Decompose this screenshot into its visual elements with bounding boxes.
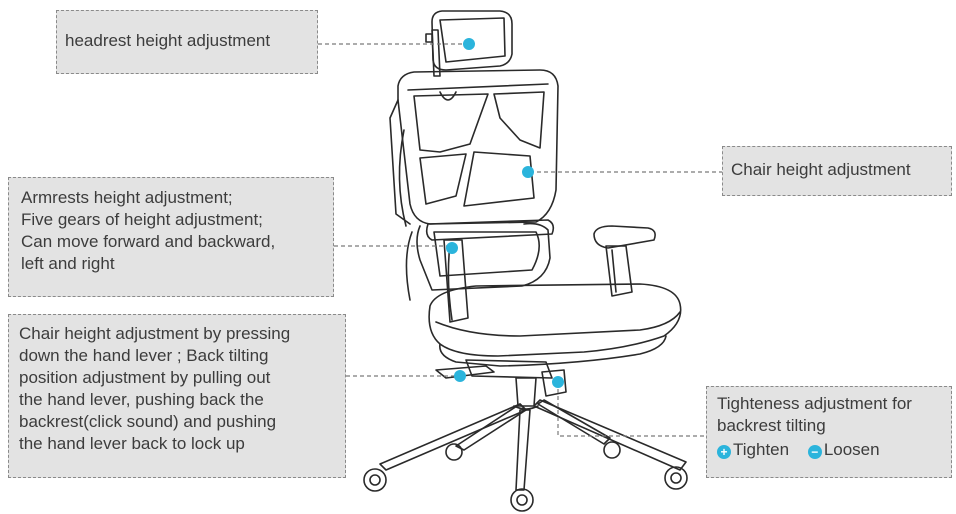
plus-icon: +: [717, 445, 731, 459]
callout-lever-line-3: position adjustment by pulling out: [19, 367, 337, 389]
caster-back-right: [604, 442, 620, 458]
callout-tilt-line-2: backrest tilting: [717, 415, 943, 437]
marker-tilt: [552, 376, 564, 388]
marker-armrests: [446, 242, 458, 254]
callout-tilt: Tighteness adjustment for backrest tilti…: [706, 386, 952, 478]
legend-loosen: −Loosen: [808, 439, 880, 461]
callout-armrests-line-1: Armrests height adjustment;: [21, 187, 325, 209]
tilt-legend: +Tighten −Loosen: [717, 439, 943, 461]
callout-lever-line-6: the hand lever back to lock up: [19, 433, 337, 455]
legend-tighten: +Tighten: [717, 439, 789, 461]
callout-lever-line-2: down the hand lever ; Back tilting: [19, 345, 337, 367]
callout-lever: Chair height adjustment by pressing down…: [8, 314, 346, 478]
callout-armrests-line-4: left and right: [21, 253, 325, 275]
gas-cylinder: [516, 378, 536, 406]
callout-lever-line-4: the hand lever, pushing back the: [19, 389, 337, 411]
right-armrest: [594, 226, 655, 248]
marker-headrest: [463, 38, 475, 50]
leader-tilt: [558, 382, 706, 436]
callout-chair-height: Chair height adjustment: [722, 146, 952, 196]
callout-lever-line-1: Chair height adjustment by pressing: [19, 323, 337, 345]
caster-left: [364, 469, 386, 491]
caster-front: [511, 489, 533, 511]
callout-armrests-line-2: Five gears of height adjustment;: [21, 209, 325, 231]
marker-chair-height: [522, 166, 534, 178]
callout-armrests: Armrests height adjustment; Five gears o…: [8, 177, 334, 297]
callout-tilt-line-1: Tighteness adjustment for: [717, 393, 943, 415]
callout-lever-line-5: backrest(click sound) and pushing: [19, 411, 337, 433]
marker-lever: [454, 370, 466, 382]
minus-icon: −: [808, 445, 822, 459]
legend-loosen-label: Loosen: [824, 440, 880, 459]
callout-chair-height-text: Chair height adjustment: [731, 159, 943, 181]
legend-tighten-label: Tighten: [733, 440, 789, 459]
callout-headrest-text: headrest height adjustment: [65, 30, 309, 52]
caster-back-left: [446, 444, 462, 460]
callout-armrests-line-3: Can move forward and backward,: [21, 231, 325, 253]
caster-right: [665, 467, 687, 489]
callout-headrest: headrest height adjustment: [56, 10, 318, 74]
